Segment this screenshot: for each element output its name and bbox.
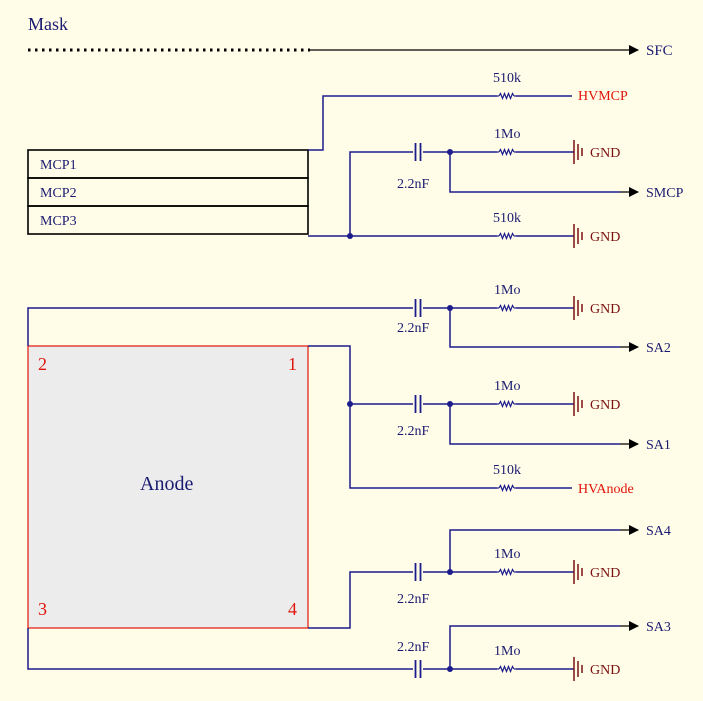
pin-4-label: 4 [288,599,297,619]
anode-pad [27,345,309,629]
hvmcp-wire [308,95,497,151]
pin-1-label: 1 [288,354,297,374]
hvmcp-label[interactable]: HVMCP [578,89,628,104]
resistor-510k-hvanode [496,484,517,492]
mcp2-label: MCP2 [40,186,77,201]
resistor-1mo-smcp [496,148,517,156]
sa2-r-label: 1Mo [494,283,520,298]
pin4-wire [308,571,413,629]
capacitor-sa1 [414,394,422,414]
pin-2-label: 2 [38,354,47,374]
ground-icon [573,223,583,249]
smcp-r-label: 1Mo [494,127,520,142]
sa1-label[interactable]: SA1 [646,438,671,453]
hvmcp-r-label: 510k [493,71,521,86]
sa4-signal-wire [449,529,620,572]
ground-icon [573,391,583,417]
ground-icon [573,656,583,682]
smcp-label[interactable]: SMCP [646,186,684,201]
ground-icon [573,559,583,585]
capacitor-sa2 [414,298,422,318]
sa4-cap-label: 2.2nF [397,592,430,607]
mcp1-label: MCP1 [40,158,77,173]
pin1-wire [308,345,497,489]
resistor-1mo-sa3 [496,665,517,673]
gnd-label-2: GND [590,230,620,245]
ground-icon [573,295,583,321]
gnd-label-5: GND [590,566,620,581]
sa2-label[interactable]: SA2 [646,341,671,356]
smcp-cap-label: 2.2nF [397,177,430,192]
sa3-cap-label: 2.2nF [397,640,430,655]
sa1-cap-label: 2.2nF [397,424,430,439]
resistor-510k-hvmcp [496,92,517,100]
pin2-wire [27,307,413,346]
pin-3-label: 3 [38,599,47,619]
sa4-label[interactable]: SA4 [646,524,671,539]
resistor-1mo-sa4 [496,568,517,576]
capacitor-sa3 [414,659,422,679]
sa3-r-label: 1Mo [494,644,520,659]
anode-label: Anode [140,473,193,495]
smcp-signal-wire [449,152,620,193]
sfc-label: SFC [646,43,673,59]
mask-label: Mask [28,14,68,34]
ground-icon [573,139,583,165]
hvanode-r-label: 510k [493,463,521,478]
sa1-signal-wire [449,404,620,445]
sa1-r-label: 1Mo [494,379,520,394]
gnd-label-4: GND [590,398,620,413]
mcp3-cap-branch [349,151,413,236]
gnd-label-6: GND [590,663,620,678]
capacitor-smcp [414,142,422,162]
capacitor-sa4 [414,562,422,582]
mcp3-r-label: 510k [493,211,521,226]
sa2-signal-wire [449,308,620,348]
sa4-r-label: 1Mo [494,547,520,562]
sa3-signal-wire [449,625,620,669]
mcp3-box [27,205,309,235]
mcp3-label: MCP3 [40,214,77,229]
resistor-510k-mcp3 [496,232,517,240]
sa3-label[interactable]: SA3 [646,620,671,635]
sa2-cap-label: 2.2nF [397,321,430,336]
mcp-block: MCP1 MCP2 MCP3 [27,149,309,235]
pin3-wire [27,628,413,670]
gnd-label-1: GND [590,146,620,161]
resistor-1mo-sa1 [496,400,517,408]
hvanode-label[interactable]: HVAnode [578,482,634,497]
gnd-label-3: GND [590,302,620,317]
resistor-1mo-sa2 [496,304,517,312]
